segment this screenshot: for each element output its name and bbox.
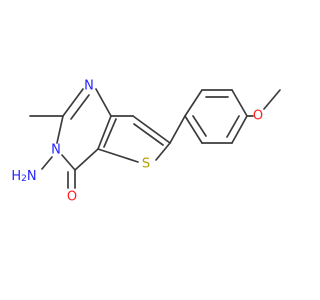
bond-ph6-ph1	[184, 115, 203, 144]
atom-n3-label: N	[51, 143, 61, 158]
bond-c4a-c7a-double	[103, 118, 117, 148]
bond-c4a-c4	[74, 148, 99, 171]
bond-n3-nh2	[41, 156, 53, 170]
bond-s-c4a	[97, 148, 139, 163]
bond-ph4-ph5	[231, 115, 248, 144]
bond-c4-n3	[61, 154, 76, 171]
bond-ph4-ph5-double	[226, 115, 240, 138]
bonds	[29, 88, 281, 189]
atom-o-ether-label: O	[253, 109, 263, 124]
bond-ph3-ph4	[231, 89, 248, 117]
bond-n1-c7a	[95, 88, 112, 117]
atom-nh2-label: H2N	[11, 169, 36, 185]
bond-ph1-ph2	[184, 89, 203, 117]
bond-n3-c2	[56, 115, 64, 144]
bond-c7-c6	[132, 115, 171, 144]
atom-labels: N N H2N S O O	[11, 79, 263, 205]
atom-o-carbonyl-label: O	[67, 190, 77, 205]
atom-s-label: S	[142, 157, 150, 172]
bond-c7-c6-double	[133, 123, 164, 146]
bond-ph6-ph1-double	[192, 115, 207, 137]
bond-c6-s	[155, 142, 171, 161]
bond-c6-ph1	[169, 115, 186, 144]
molecule-structure: N N H2N S O O	[11, 79, 281, 205]
bond-o-ch3	[263, 89, 281, 110]
bond-c2-n1	[62, 88, 84, 117]
bond-c7a-c4a	[97, 115, 112, 150]
atom-n1-label: N	[84, 79, 94, 94]
bond-c2-n1-double	[70, 94, 90, 120]
